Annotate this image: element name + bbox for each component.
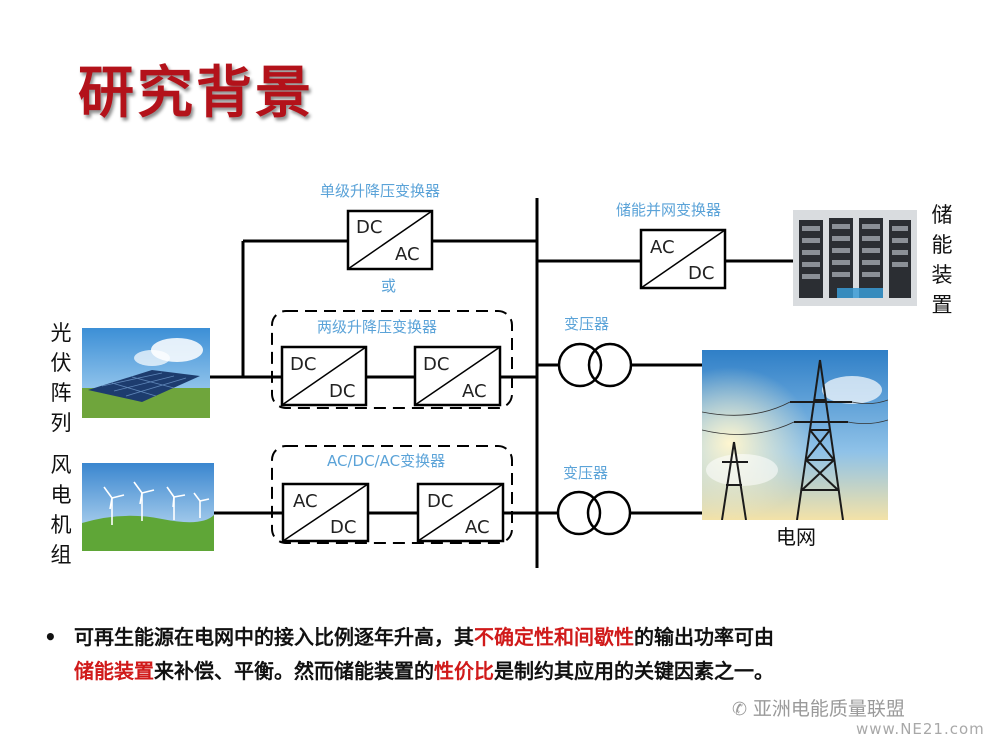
single-stage-bottom: AC <box>395 244 420 265</box>
wind-turbine-photo <box>82 463 214 551</box>
grid-label: 电网 <box>776 525 816 549</box>
storage-grid-converter: AC DC <box>639 228 727 290</box>
pv-array-label: 光伏阵列 <box>50 321 72 435</box>
transformer-lower-label: 变压器 <box>563 464 608 482</box>
ac-dc-ac-converter-2: DC AC <box>416 482 505 543</box>
bullet-marker: • <box>44 625 57 649</box>
storage-grid-bottom: DC <box>688 263 714 284</box>
two-stage-converter-2: DC AC <box>413 345 502 407</box>
watermark: ✆ 亚洲电能质量联盟 <box>732 694 905 721</box>
two-stage-2-top: DC <box>423 354 449 375</box>
storage-grid-top: AC <box>650 237 675 258</box>
two-stage-label: 两级升降压变换器 <box>317 318 437 336</box>
two-stage-1-bottom: DC <box>329 381 355 402</box>
wechat-icon: ✆ <box>732 699 753 720</box>
page-title: 研究背景 <box>78 61 314 126</box>
bullet-highlight: 储能装置 <box>74 659 154 683</box>
two-stage-group <box>271 310 513 409</box>
watermark-url: www.NE21.com <box>856 720 985 738</box>
ac-dc-ac-label: AC/DC/AC变换器 <box>327 452 445 470</box>
bullet-seg: 来补偿、平衡。然而储能装置的 <box>154 659 434 683</box>
two-stage-1-top: DC <box>290 354 316 375</box>
ac-dc-ac-group <box>271 445 513 544</box>
bullet-highlight: 性价比 <box>434 659 494 683</box>
bullet-highlight: 不确定性和间歇性 <box>474 625 634 649</box>
ac-dc-ac-1-bottom: DC <box>330 517 356 538</box>
watermark-text: 亚洲电能质量联盟 <box>752 698 905 720</box>
ac-dc-ac-2-bottom: AC <box>465 517 490 538</box>
single-stage-top: DC <box>356 217 382 238</box>
storage-label: 储能装置 <box>931 203 953 317</box>
wind-turbine-label: 风电机组 <box>50 453 72 567</box>
pv-array-photo <box>82 328 210 418</box>
ac-dc-ac-2-top: DC <box>427 491 453 512</box>
bullet-seg: 是制约其应用的关键因素之一。 <box>494 659 774 683</box>
transformer-upper-label: 变压器 <box>564 315 609 333</box>
storage-rack-photo <box>793 210 917 306</box>
bullet-list: • 可再生能源在电网中的接入比例逐年升高，其不确定性和间歇性的输出功率可由储能装… <box>44 620 974 688</box>
two-stage-converter-1: DC DC <box>280 345 368 407</box>
bullet-text: 可再生能源在电网中的接入比例逐年升高，其不确定性和间歇性的输出功率可由储能装置来… <box>74 620 974 688</box>
bullet-seg: 的输出功率可由 <box>634 625 774 649</box>
transformer-upper-icon <box>557 342 633 388</box>
ac-dc-ac-1-top: AC <box>293 491 318 512</box>
power-grid-photo <box>702 350 888 520</box>
single-stage-label: 单级升降压变换器 <box>320 182 440 200</box>
transformer-lower-icon <box>556 490 632 536</box>
ac-dc-ac-converter-1: AC DC <box>281 482 370 543</box>
bullet-seg: 可再生能源在电网中的接入比例逐年升高，其 <box>74 625 474 649</box>
two-stage-2-bottom: AC <box>462 381 487 402</box>
storage-grid-label: 储能并网变换器 <box>616 201 721 219</box>
single-stage-converter: DC AC <box>346 209 434 271</box>
or-label: 或 <box>381 277 396 295</box>
